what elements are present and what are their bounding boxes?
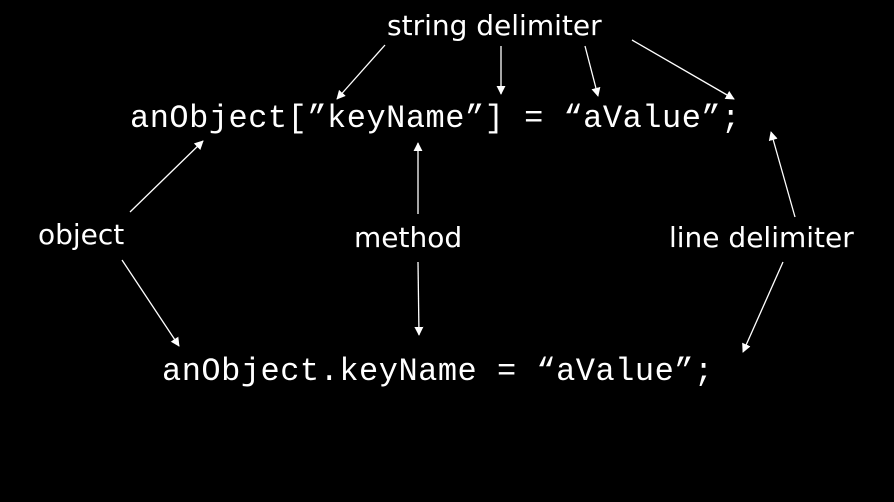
arrow-object-down — [121, 259, 180, 347]
label-method: method — [354, 221, 463, 254]
arrow-string-delim-3 — [584, 45, 601, 97]
code-dot-notation: anObject.keyName = “aValue”; — [162, 353, 714, 390]
label-string-delimiter: string delimiter — [387, 9, 602, 42]
arrow-line-delim-up — [768, 131, 796, 218]
arrow-method-down — [414, 261, 424, 336]
label-object: object — [38, 218, 125, 251]
arrow-line-delim-down — [742, 261, 784, 353]
arrow-string-delim-1 — [336, 44, 386, 100]
arrow-string-delim-4 — [631, 39, 735, 100]
label-line-delimiter: line delimiter — [669, 221, 854, 254]
code-bracket-notation: anObject[”keyName”] = “aValue”; — [130, 100, 741, 137]
arrow-object-up — [129, 140, 204, 213]
